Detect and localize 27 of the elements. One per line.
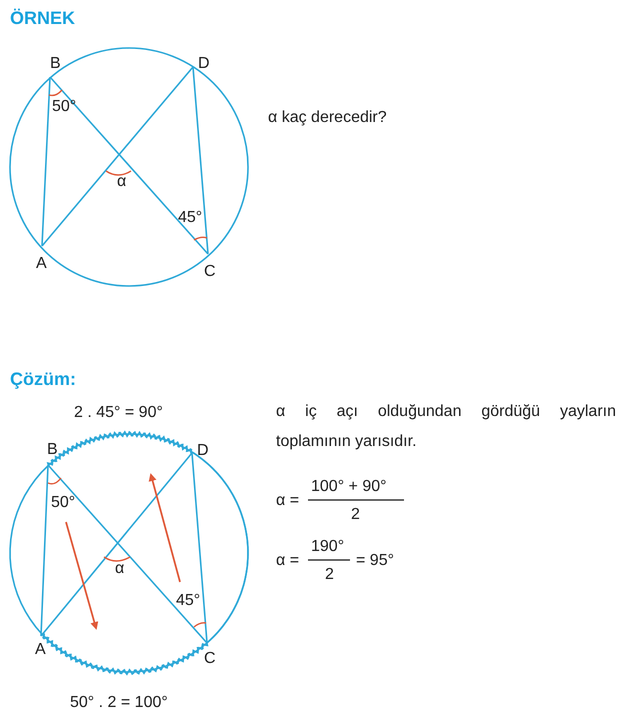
arc-measure: 50° . 2 = 100° <box>70 693 168 712</box>
angle-label: α <box>115 559 124 578</box>
point-label: D <box>198 54 210 74</box>
denominator: 2 <box>351 505 360 524</box>
denominator: 2 <box>325 565 334 584</box>
equation-text: = 95° <box>356 551 394 570</box>
section-heading: Çözüm: <box>10 369 76 391</box>
point-label: C <box>204 262 216 282</box>
numerator: 100° + 90° <box>311 477 387 496</box>
question-text: α kaç derecedir? <box>268 108 387 128</box>
section-heading: ÖRNEK <box>10 8 76 30</box>
numerator: 190° <box>311 537 344 556</box>
angle-label: 45° <box>178 208 202 228</box>
point-label: A <box>36 254 47 274</box>
angle-label: 50° <box>52 97 76 116</box>
angle-label: 45° <box>176 591 200 610</box>
equation-text: α = <box>276 491 300 510</box>
point-label: A <box>35 640 46 660</box>
point-label: D <box>197 441 209 460</box>
point-label: B <box>47 440 58 460</box>
arc-measure: 2 . 45° = 90° <box>74 403 163 422</box>
point-label: C <box>204 649 216 668</box>
angle-label: α <box>117 172 126 192</box>
explanation-text: α iç açı olduğundan gördüğü yayların toplamının yarısıdır. <box>276 402 616 452</box>
angle-label: 50° <box>51 493 76 512</box>
point-label: B <box>50 54 61 74</box>
equation-text: α = <box>276 551 300 570</box>
